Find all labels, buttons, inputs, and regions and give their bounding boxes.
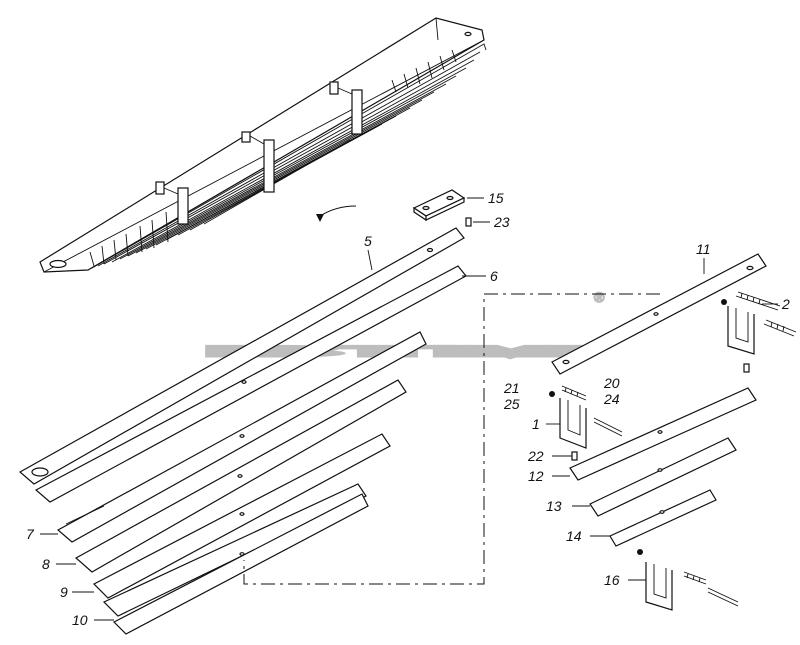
leaf-8 <box>92 433 391 599</box>
callout-22: 22 <box>527 448 544 464</box>
callout-25: 25 <box>503 396 520 412</box>
leaf-14 <box>609 489 717 547</box>
leaf-spring-assembly <box>39 17 487 273</box>
callout-20: 20 <box>603 375 620 391</box>
u-bolt-1 <box>549 385 623 461</box>
leaf-9 <box>102 483 367 617</box>
callout-24: 24 <box>603 391 620 407</box>
callout-2: 2 <box>781 296 790 312</box>
callout-5: 5 <box>364 233 372 249</box>
callout-23: 23 <box>493 214 510 230</box>
leaf-7 <box>74 379 407 573</box>
callout-10: 10 <box>72 612 88 628</box>
clamp-plate-15 <box>412 189 466 222</box>
pin-23 <box>465 217 472 227</box>
svg-text:®: ® <box>594 289 605 305</box>
callout-7: 7 <box>26 526 35 542</box>
leaf-13 <box>589 437 737 517</box>
callout-labels: 15 23 5 6 11 2 7 8 9 10 21 25 20 24 1 22… <box>26 190 790 628</box>
leaf-10 <box>112 493 369 635</box>
callout-8: 8 <box>42 556 50 572</box>
leaf-12 <box>569 387 757 481</box>
leaf-clamp <box>155 181 189 225</box>
u-bolt-2 <box>721 291 797 373</box>
u-bolt-16 <box>637 549 739 611</box>
leader-lines <box>40 197 778 621</box>
callout-6: 6 <box>490 268 498 284</box>
leaf-11 <box>551 253 767 375</box>
callout-21: 21 <box>503 380 520 396</box>
callout-9: 9 <box>60 584 68 600</box>
callout-16: 16 <box>604 572 620 588</box>
callout-1: 1 <box>532 416 540 432</box>
callout-15: 15 <box>488 190 504 206</box>
callout-13: 13 <box>546 498 562 514</box>
leaf-clamp <box>241 131 275 193</box>
leaf-clamp <box>329 81 363 135</box>
callout-11: 11 <box>696 241 711 257</box>
callout-14: 14 <box>566 528 582 544</box>
leaf-tapered <box>56 331 427 543</box>
leaf-5 <box>18 227 465 485</box>
assembly-guide-line <box>243 293 660 585</box>
callout-12: 12 <box>528 468 544 484</box>
